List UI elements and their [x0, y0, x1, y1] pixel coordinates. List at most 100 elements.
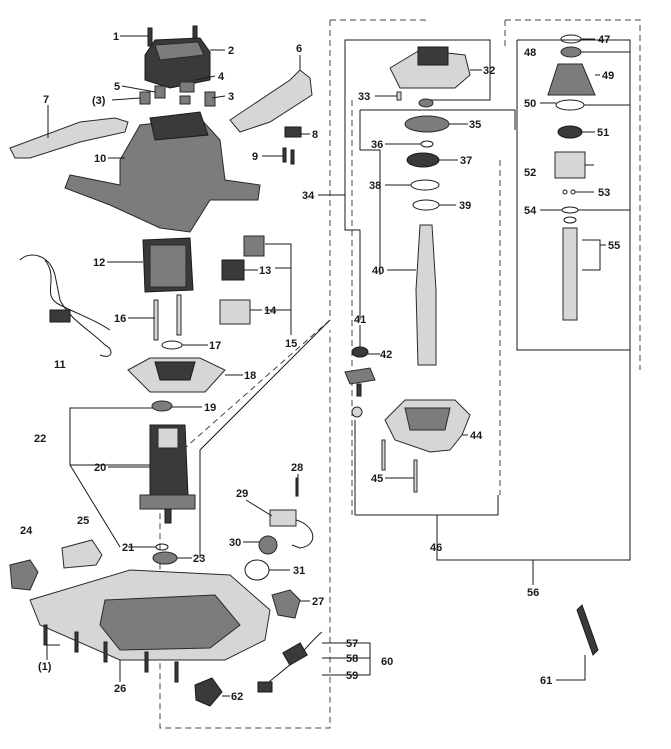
label-8: 8: [312, 129, 318, 141]
part-handle-7: [9, 117, 129, 159]
label-14: 14: [264, 305, 277, 317]
label-50: 50: [524, 98, 536, 110]
label-27: 27: [312, 596, 324, 608]
label-34: 34: [302, 190, 315, 202]
label-32: 32: [483, 65, 495, 77]
part-rod-45: [381, 439, 386, 471]
label-23: 23: [193, 553, 205, 565]
label-51: 51: [597, 127, 609, 139]
part-bearing-19: [151, 400, 173, 412]
callout-labels: 1 2 3 (3) 4 5 6 7 8 9 10 11 12 13 14 15 …: [20, 31, 620, 703]
label-52: 52: [524, 167, 536, 179]
label-11: 11: [54, 359, 66, 371]
part-ring-31: [244, 559, 270, 581]
label-12: 12: [93, 257, 105, 269]
label-46: 46: [430, 542, 442, 554]
label-21: 21: [122, 542, 134, 554]
label-25: 25: [77, 515, 89, 527]
part-ring-54: [561, 206, 579, 214]
label-56: 56: [527, 587, 539, 599]
label-3: 3: [228, 91, 234, 103]
part-shaft-55: [562, 227, 578, 321]
part-bushing-41: [351, 346, 369, 358]
part-housing-10: [64, 117, 261, 233]
part-circlip-39: [412, 199, 440, 211]
label-9: 9: [252, 151, 258, 163]
label-10: 10: [94, 153, 106, 165]
label-1: 1: [113, 31, 119, 43]
label-38: 38: [369, 180, 381, 192]
label-55: 55: [608, 240, 620, 252]
part-52: [554, 151, 586, 179]
label-58: 58: [346, 653, 358, 665]
label-60: 60: [381, 656, 393, 668]
label-6: 6: [296, 43, 302, 55]
part-wiring-11: [19, 254, 112, 357]
label-44: 44: [470, 430, 483, 442]
part-ring-36: [420, 140, 434, 148]
part-rod-16: [153, 299, 159, 341]
part-wrench-61: [576, 604, 599, 656]
label-5: 5: [114, 81, 120, 93]
part-27: [271, 589, 301, 619]
part-screw-9: [282, 147, 287, 163]
part-8: [284, 126, 302, 138]
part-bearing-23: [152, 551, 178, 565]
label-33: 33: [358, 91, 370, 103]
label-26: 26: [114, 683, 126, 695]
label-48: 48: [524, 47, 536, 59]
label-4: 4: [218, 71, 225, 83]
part-48: [560, 46, 582, 58]
label-40: 40: [372, 265, 384, 277]
label-61: 61: [540, 675, 552, 687]
label-15: 15: [285, 338, 297, 350]
part-boot-49: [547, 63, 596, 96]
label-49: 49: [602, 70, 614, 82]
label-47: 47: [598, 34, 610, 46]
label-62: 62: [231, 691, 243, 703]
label-3-paren: (3): [92, 95, 106, 107]
part-53: [562, 189, 568, 195]
label-42: 42: [380, 349, 392, 361]
label-13: 13: [259, 265, 271, 277]
part-handle-6: [229, 69, 313, 133]
label-24: 24: [20, 525, 33, 537]
part-24: [9, 559, 39, 591]
part-washer-38: [410, 179, 440, 191]
part-clip-4: [179, 81, 195, 93]
label-18: 18: [244, 370, 256, 382]
part-screw-1: [147, 27, 153, 47]
part-ring-47: [560, 34, 582, 44]
part-ring-50: [555, 99, 585, 111]
label-39: 39: [459, 200, 471, 212]
label-31: 31: [293, 565, 305, 577]
part-spring-51: [557, 125, 583, 139]
label-35: 35: [469, 119, 481, 131]
label-19: 19: [204, 402, 216, 414]
label-53: 53: [598, 187, 610, 199]
part-25: [61, 539, 103, 569]
part-30: [258, 535, 278, 555]
label-16: 16: [114, 313, 126, 325]
leader-lines: [46, 35, 630, 697]
label-2: 2: [228, 45, 234, 57]
label-29: 29: [236, 488, 248, 500]
label-36: 36: [371, 139, 383, 151]
part-33: [396, 91, 402, 101]
part-washer-21: [155, 543, 169, 551]
part-disc-35: [404, 115, 450, 133]
label-41: 41: [354, 314, 366, 326]
label-20: 20: [94, 462, 106, 474]
label-1-paren: (1): [38, 661, 52, 673]
part-29: [269, 509, 297, 527]
part-clip-5: [154, 85, 166, 99]
label-17: 17: [209, 340, 221, 352]
label-28: 28: [291, 462, 303, 474]
label-7: 7: [43, 94, 49, 106]
part-14: [219, 299, 251, 325]
label-59: 59: [346, 670, 358, 682]
part-shaft-40: [415, 224, 437, 366]
part-bearing-37: [406, 152, 440, 168]
part-42: [344, 367, 376, 385]
